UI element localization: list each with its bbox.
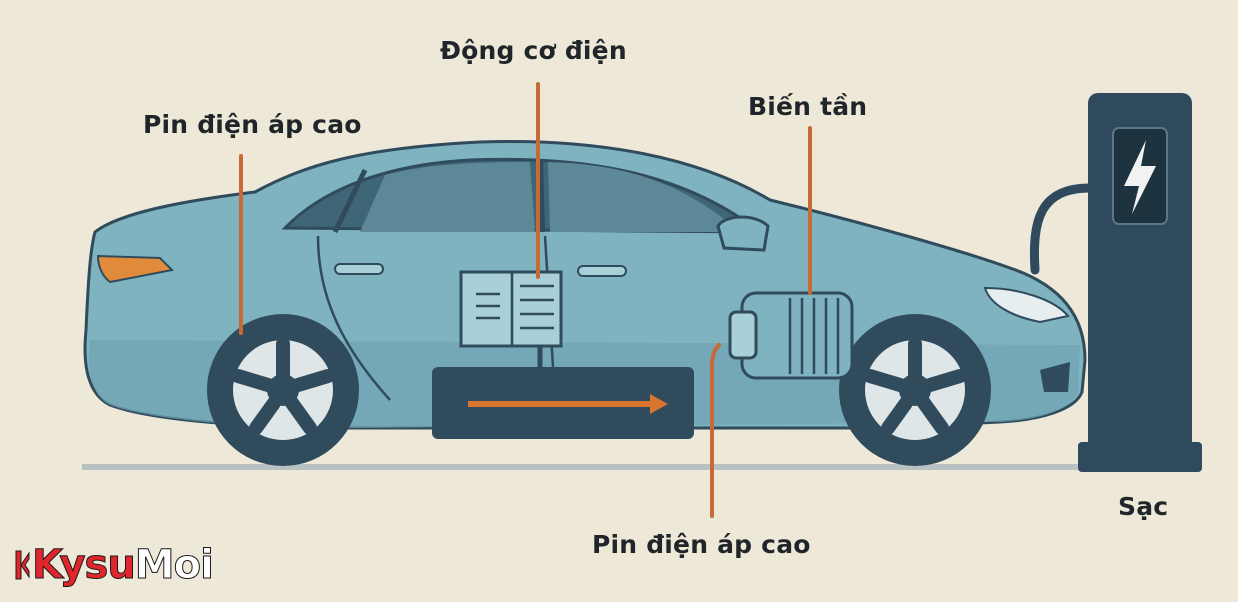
battery-pack [432, 367, 694, 439]
battery-label-top: Pin điện áp cao [143, 110, 362, 139]
inverter [730, 293, 852, 378]
charging-cable [1034, 188, 1090, 270]
logo-mark-icon [12, 545, 30, 585]
door-handle-rear [578, 266, 626, 276]
ground-line [82, 464, 1092, 470]
window-pillar [540, 160, 542, 232]
rear-wheel [207, 314, 359, 466]
front-wheel [839, 314, 991, 466]
charging-station [1078, 93, 1202, 472]
motor-label: Động cơ điện [440, 36, 627, 65]
logo-text-kysu: Kysu [32, 545, 135, 585]
logo-text-moi: Moi [135, 545, 213, 585]
door-handle-front [335, 264, 383, 274]
side-mirror [718, 217, 768, 250]
inverter-label: Biến tần [748, 92, 867, 121]
battery-label-bottom: Pin điện áp cao [592, 530, 811, 559]
charger-label: Sạc [1118, 492, 1168, 521]
